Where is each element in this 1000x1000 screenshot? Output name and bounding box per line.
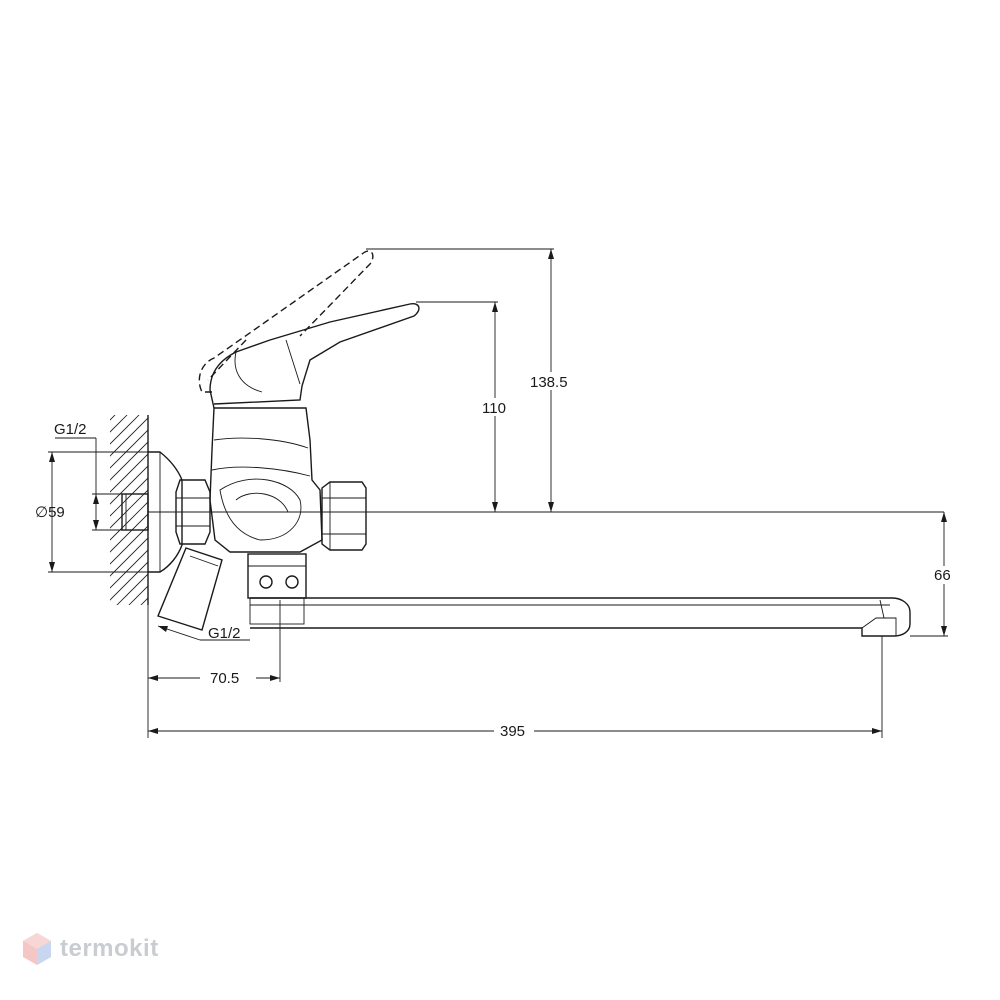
- dim-height-handle: 110: [482, 400, 506, 417]
- hexagon-logo-icon: [23, 933, 51, 965]
- aerator-hole-icon: [259, 575, 273, 589]
- spout-base-block: [247, 553, 307, 599]
- spout: [250, 597, 911, 637]
- dim-thread-top: G1/2: [54, 421, 87, 438]
- lever-handle-raised: [198, 250, 374, 393]
- watermark: termokit: [22, 932, 159, 966]
- wall-hatching: [110, 415, 148, 605]
- lever-handle: [209, 302, 420, 409]
- watermark-text: termokit: [60, 935, 159, 962]
- dim-total-length: 395: [500, 723, 525, 740]
- dim-offset-wall: 70.5: [210, 670, 239, 687]
- right-union-nut: [321, 481, 367, 551]
- hex-nut: [175, 479, 211, 545]
- angled-inlet: [157, 547, 223, 631]
- dim-diameter: ∅59: [35, 504, 65, 521]
- wall-flange: [148, 451, 183, 573]
- mixer-body: [209, 407, 323, 553]
- dim-spout-drop: 66: [934, 567, 951, 584]
- dim-thread-bottom: G1/2: [208, 625, 241, 642]
- aerator-hole-icon: [285, 575, 299, 589]
- dim-height-handle-raised: 138.5: [530, 374, 568, 391]
